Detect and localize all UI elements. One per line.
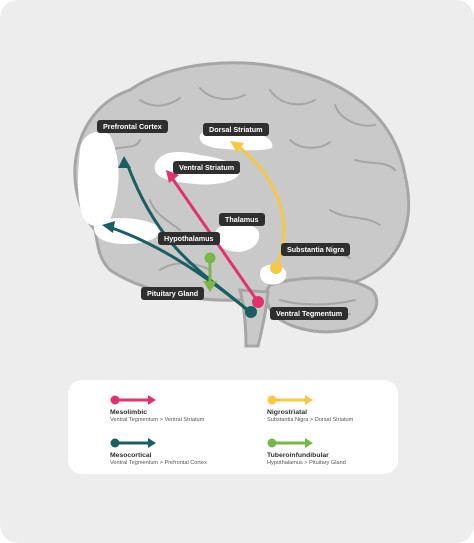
legend-nigrostriatal-title: Nigrostriatal xyxy=(267,409,308,416)
nigrostriatal-pathway xyxy=(237,144,286,269)
tuberoinfundibular-legend-arrow xyxy=(267,438,313,448)
legend-tuberoinfundibular-title: Tuberoinfundibular xyxy=(267,452,329,459)
legend-nigrostriatal-sub: Substantia Nigra > Dorsal Striatum xyxy=(267,417,354,423)
mesocortical-arrowhead-1 xyxy=(118,156,131,168)
thalamus-region xyxy=(215,223,260,252)
legend-mesolimbic-title: Mesolimbic xyxy=(110,409,148,416)
nigrostriatal-legend-arrow xyxy=(267,395,313,405)
label-ventral-tegmentum: Ventral Tegmentum xyxy=(270,307,349,321)
mesolimbic-legend-arrow xyxy=(110,395,156,405)
label-hypothalamus: Hypothalamus xyxy=(158,232,220,246)
legend-mesocortical: Mesocortical Ventral Tegmentum > Prefron… xyxy=(110,437,207,466)
brain-cerebrum xyxy=(73,61,410,302)
legend-mesocortical-sub: Ventral Tegmentum > Prefrontal Cortex xyxy=(110,460,207,466)
legend-tuberoinfundibular: Tuberoinfundibular Hypothalamus > Pituit… xyxy=(267,437,346,466)
tuberoinfundibular-arrowhead xyxy=(203,281,217,292)
legend-tuberoinfundibular-sub: Hypothalamus > Pituitary Gland xyxy=(267,460,346,466)
mesolimbic-arrowhead xyxy=(166,170,179,183)
ventral-tegmentum-node-teal xyxy=(245,306,257,318)
legend: Mesolimbic Ventral Tegmentum > Ventral S… xyxy=(68,380,398,474)
nigrostriatal-arrowhead xyxy=(230,141,244,153)
legend-nigrostriatal: Nigrostriatal Substantia Nigra > Dorsal … xyxy=(267,394,353,423)
mesocortical-legend-arrow xyxy=(110,438,156,448)
prefrontal-cortex-region xyxy=(78,131,119,227)
substantia-nigra-node xyxy=(270,262,282,274)
label-prefrontal-cortex: Prefrontal Cortex xyxy=(97,120,168,134)
mesocortical-arrowhead-2 xyxy=(102,221,115,233)
label-thalamus: Thalamus xyxy=(219,213,265,227)
brain-sulci xyxy=(109,87,396,320)
ventral-tegmentum-node-pink xyxy=(252,296,264,308)
label-pituitary-gland: Pituitary Gland xyxy=(141,287,205,301)
label-dorsal-striatum: Dorsal Striatum xyxy=(203,123,269,137)
label-substantia-nigra: Substantia Nigra xyxy=(281,243,351,257)
mesocortical-pathway-branch xyxy=(111,226,251,314)
legend-mesolimbic-sub: Ventral Tegmentum > Ventral Striatum xyxy=(110,417,205,423)
legend-mesolimbic: Mesolimbic Ventral Tegmentum > Ventral S… xyxy=(110,394,204,423)
legend-mesocortical-title: Mesocortical xyxy=(110,452,152,459)
label-ventral-striatum: Ventral Striatum xyxy=(173,161,241,175)
hypothalamus-node xyxy=(204,252,216,264)
